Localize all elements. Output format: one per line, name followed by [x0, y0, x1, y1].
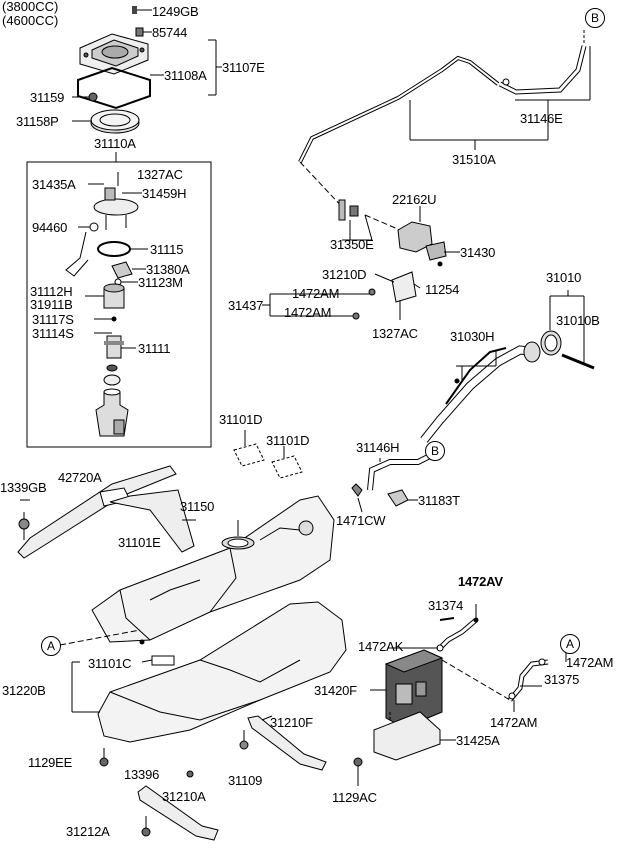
label-31150: 31150 — [180, 499, 215, 514]
label-31375: 31375 — [544, 672, 580, 687]
straps-group — [99, 715, 327, 841]
label-31435A: 31435A — [32, 177, 76, 192]
label-11254: 11254 — [425, 282, 460, 297]
label-1472AM-bracket-lower: 1472AM — [284, 305, 332, 320]
label-42720A: 42720A — [58, 470, 102, 485]
label-31117S: 31117S — [32, 312, 74, 327]
label-1129EE: 1129EE — [28, 755, 73, 770]
label-31108A: 31108A — [164, 68, 207, 83]
label-94460: 94460 — [32, 220, 68, 235]
label-31112H: 31112H — [30, 284, 73, 299]
label-31212A: 31212A — [66, 824, 110, 839]
pump-internals-frame — [26, 161, 212, 448]
label-31010: 31010 — [546, 270, 582, 285]
label-31159: 31159 — [30, 90, 65, 105]
label-1327AC-top: 1327AC — [137, 167, 183, 182]
label-31158P: 31158P — [16, 114, 59, 129]
label-1129AC: 1129AC — [332, 790, 377, 805]
engine-variant-4600: (4600CC) — [2, 13, 59, 28]
label-1327AC-bracket: 1327AC — [372, 326, 418, 341]
ref-circle-a-left: A — [41, 636, 61, 656]
label-85744: 85744 — [152, 25, 188, 40]
label-31146H: 31146H — [356, 440, 400, 455]
pump-flange-group — [72, 6, 222, 134]
canister-group — [353, 604, 567, 786]
label-31510A: 31510A — [452, 152, 496, 167]
ref-circle-b-mid: B — [425, 441, 445, 461]
label-31911B: 31911B — [30, 297, 73, 312]
pump-internals-parts — [65, 172, 148, 437]
label-31115: 31115 — [150, 242, 184, 257]
tank-shields-group — [17, 430, 303, 559]
label-1471CW: 1471CW — [336, 513, 386, 528]
label-31101D-left: 31101D — [219, 412, 263, 427]
label-31030H: 31030H — [450, 329, 495, 344]
label-31210F: 31210F — [270, 715, 313, 730]
tank-lower-shell-group — [59, 601, 347, 743]
label-31350E: 31350E — [330, 237, 374, 252]
label-22162U: 22162U — [392, 192, 437, 207]
label-31107E: 31107E — [222, 60, 265, 75]
fuel-tank-group — [91, 495, 335, 643]
filler-neck-group — [351, 290, 595, 513]
label-31101D-right: 31101D — [266, 433, 310, 448]
ref-circle-b-top: B — [585, 8, 605, 28]
label-31374: 31374 — [428, 598, 464, 613]
label-1339GB: 1339GB — [0, 480, 47, 495]
label-31420F: 31420F — [314, 683, 357, 698]
canister-bracket-group — [262, 199, 460, 320]
label-1472AK: 1472AK — [358, 639, 404, 654]
label-31109: 31109 — [228, 773, 263, 788]
vapor-line — [298, 30, 591, 211]
label-31210D: 31210D — [322, 267, 367, 282]
label-31380A: 31380A — [146, 262, 190, 277]
label-31430: 31430 — [460, 245, 496, 260]
label-31183T: 31183T — [418, 493, 460, 508]
label-1472AM-hose-upper: 1472AM — [566, 655, 614, 670]
label-31210A: 31210A — [162, 789, 206, 804]
label-31459H: 31459H — [142, 186, 187, 201]
engine-variant-3800: (3800CC) — [2, 0, 59, 14]
label-1249GB: 1249GB — [152, 4, 199, 19]
label-31101C: 31101C — [88, 656, 132, 671]
label-31437: 31437 — [228, 298, 264, 313]
label-31111: 31111 — [138, 341, 171, 356]
ref-circle-a-right: A — [560, 634, 580, 654]
label-1472AV: 1472AV — [458, 574, 503, 589]
label-31220B: 31220B — [2, 683, 46, 698]
label-31010B: 31010B — [556, 313, 600, 328]
label-31123M: 31123M — [138, 275, 183, 290]
label-31114S: 31114S — [32, 326, 74, 341]
label-31146E: 31146E — [520, 111, 563, 126]
label-31425A: 31425A — [456, 733, 500, 748]
label-31101E: 31101E — [118, 535, 161, 550]
label-13396: 13396 — [124, 767, 160, 782]
label-1472AM-bracket-upper: 1472AM — [292, 286, 340, 301]
label-1472AM-hose-lower: 1472AM — [490, 715, 538, 730]
label-31110A: 31110A — [94, 136, 136, 151]
